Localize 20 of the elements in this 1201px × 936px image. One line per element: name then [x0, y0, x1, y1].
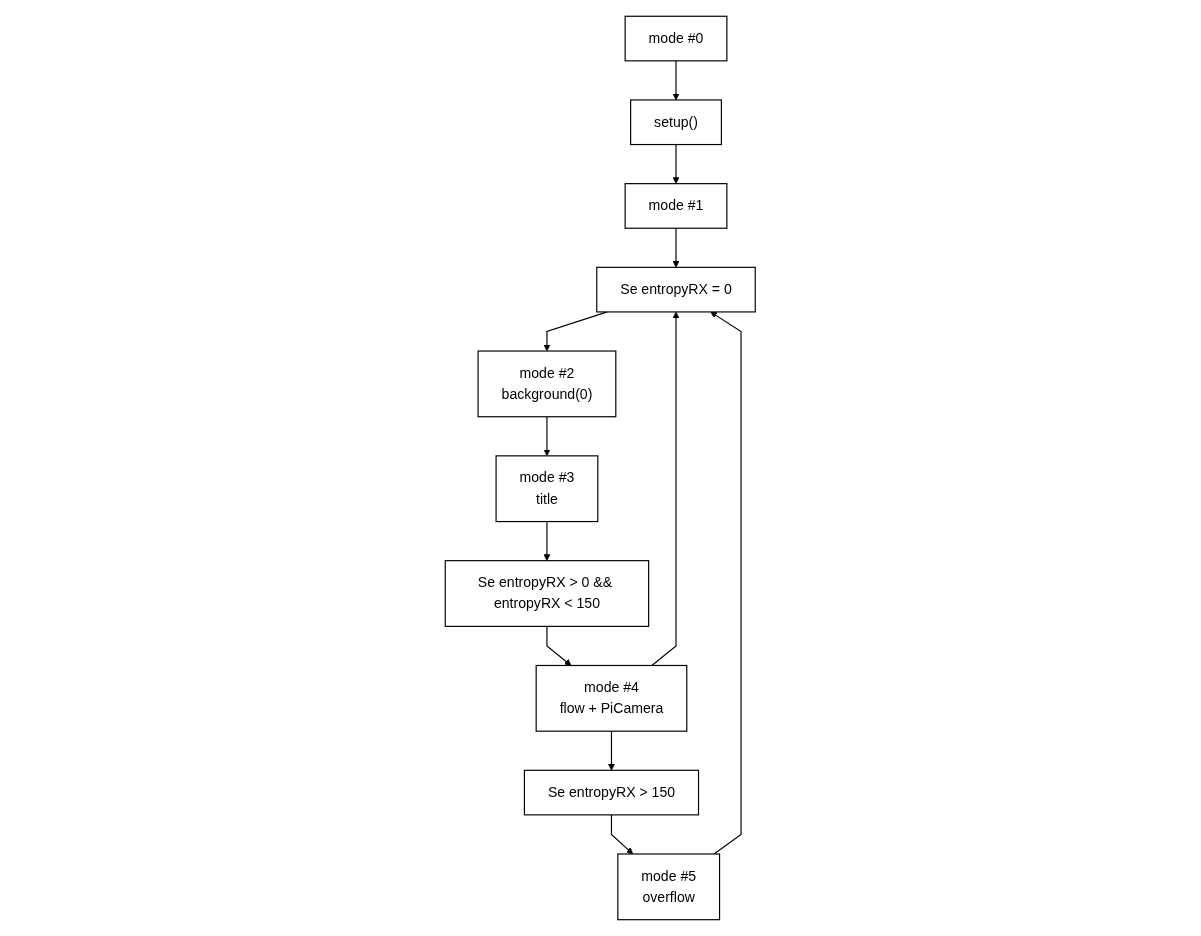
- arrow: [546, 625, 572, 666]
- arrow: [608, 730, 616, 771]
- node-box: mode #2 background(0): [477, 350, 617, 418]
- node-box: mode #3 title: [495, 455, 599, 523]
- arrow: [672, 227, 680, 268]
- arrow: [611, 814, 634, 855]
- node-box: Se entropyRX = 0: [596, 266, 757, 313]
- node-box: mode #1: [624, 183, 728, 229]
- arrow: [710, 311, 742, 855]
- node-box: mode #0: [624, 15, 728, 62]
- node-box: mode #4 flow + PiCamera: [535, 664, 688, 732]
- arrow: [672, 60, 680, 101]
- node-box: setup(): [630, 99, 723, 146]
- node-box: Se entropyRX > 150: [524, 769, 700, 816]
- arrow: [672, 143, 680, 184]
- node-box: Se entropyRX > 0 && entropyRX < 150: [444, 560, 650, 627]
- arrow: [543, 521, 551, 561]
- node-box: mode #5 overflow: [617, 853, 721, 921]
- arrow: [543, 416, 551, 457]
- arrow: [651, 311, 680, 667]
